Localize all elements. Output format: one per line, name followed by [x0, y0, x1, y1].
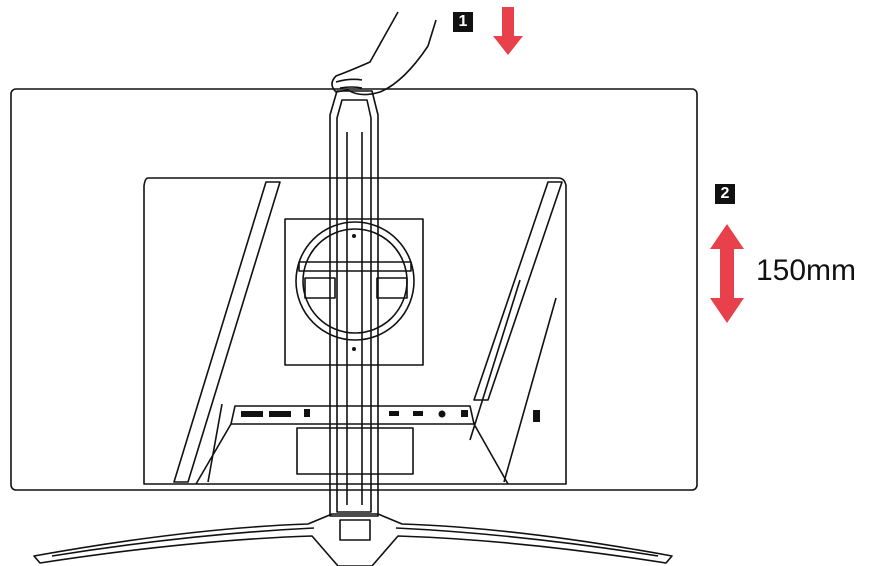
- stand-base: [33, 513, 673, 566]
- vesa-plate: [284, 218, 424, 366]
- port-guide-left: [195, 423, 232, 485]
- hdmi-port-1-icon: [241, 411, 263, 417]
- rear-decor-right-2: [503, 297, 557, 483]
- rear-decor-right-3: [469, 279, 521, 441]
- port-panel: [230, 405, 475, 425]
- kensington-lock-icon: [533, 410, 540, 422]
- rear-decor-right: [473, 181, 563, 401]
- hdmi-port-2-icon: [269, 411, 291, 417]
- hand-icon: [331, 11, 437, 96]
- step-1-badge: 1: [453, 12, 473, 32]
- usb-port-icon: [389, 411, 399, 416]
- stand-column-inner: [336, 99, 372, 513]
- mount-ring-outer: [295, 221, 415, 341]
- step-2-badge: 2: [715, 184, 735, 204]
- height-adjustment-label: 150mm: [756, 254, 857, 287]
- monitor-panel: [10, 88, 698, 491]
- mount-hinge-bar: [298, 261, 412, 272]
- port-guide-right: [473, 423, 509, 485]
- rear-housing: [143, 177, 567, 485]
- mount-latch-right: [376, 277, 408, 299]
- headphone-jack-icon: [438, 410, 446, 418]
- port-cover: [296, 427, 414, 475]
- audio-port-icon: [461, 410, 468, 417]
- press-down-arrow: [493, 7, 523, 55]
- screw-hole-bottom: [352, 347, 356, 351]
- hand-fingers: [335, 78, 363, 89]
- height-adjust-arrow: [710, 224, 744, 323]
- usb-port-icon: [413, 411, 423, 416]
- screw-hole-top: [352, 234, 356, 238]
- rear-decor-left: [173, 181, 281, 483]
- rear-decor-left-inner: [207, 403, 223, 483]
- stand-column-outline: [329, 90, 379, 517]
- stand-neck: [339, 519, 371, 541]
- mount-latch-left: [304, 277, 336, 299]
- mount-ring-inner: [302, 228, 408, 334]
- stand-base-inner: [51, 527, 659, 557]
- displayport-icon: [304, 409, 310, 417]
